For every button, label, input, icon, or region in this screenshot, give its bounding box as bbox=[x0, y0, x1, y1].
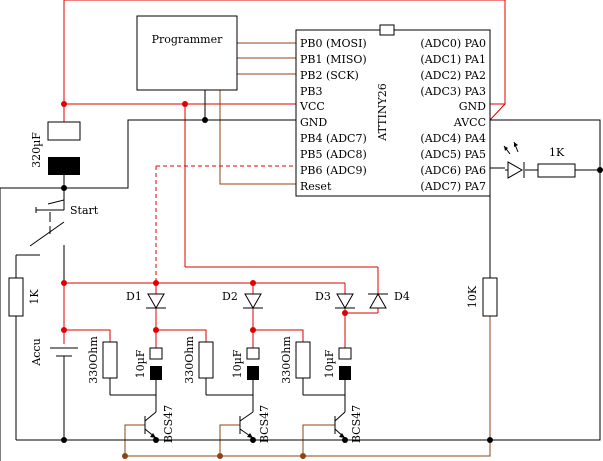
pin-right: (ADC0) PA0 bbox=[420, 37, 486, 50]
diode-d3: D3 bbox=[315, 290, 355, 310]
resistor-1k-led: 1K bbox=[537, 146, 576, 178]
pin-left: PB3 bbox=[300, 85, 322, 98]
pin-right: (ADC1) PA1 bbox=[420, 53, 486, 66]
chip-name: ATTINY26 bbox=[376, 83, 389, 141]
transistor-1: BCS47 bbox=[144, 405, 175, 443]
diode-d3-label: D3 bbox=[315, 290, 331, 303]
resistor-10k: 10K bbox=[466, 277, 498, 317]
capacitor-10u-3-label: 10µF bbox=[323, 349, 336, 378]
diode-d2-label: D2 bbox=[222, 290, 238, 303]
resistor-1k-led-label: 1K bbox=[549, 146, 565, 159]
resistor-10k-label: 10K bbox=[466, 285, 479, 308]
diode-d2: D2 bbox=[222, 290, 263, 310]
capacitor-10u-2-label: 10µF bbox=[231, 349, 244, 378]
pin-left: PB1 (MISO) bbox=[300, 53, 367, 66]
resistor-1k-left: 1K bbox=[8, 277, 41, 317]
resistor-1k-left-label: 1K bbox=[28, 289, 41, 305]
resistor-330-3-label: 330Ohm bbox=[280, 336, 293, 384]
resistor-330-1: 330Ohm bbox=[87, 336, 118, 384]
capacitor-10u-3: 10µF bbox=[323, 347, 352, 380]
capacitor-main: 320µF bbox=[30, 121, 81, 175]
diode-d1: D1 bbox=[126, 290, 166, 310]
resistor-330-2: 330Ohm bbox=[183, 336, 214, 384]
programmer-box: Programmer bbox=[136, 15, 238, 91]
pin-left: VCC bbox=[299, 100, 325, 113]
pin-right: (ADC3) PA3 bbox=[420, 85, 486, 98]
diode-d4: D4 bbox=[368, 290, 410, 309]
start-label: Start bbox=[70, 204, 99, 217]
capacitor-main-label: 320µF bbox=[30, 132, 43, 168]
pin-right: (ADC2) PA2 bbox=[420, 69, 486, 82]
pin-left: PB6 (ADC9) bbox=[300, 164, 367, 177]
programmer-label: Programmer bbox=[152, 33, 224, 46]
capacitor-10u-1-label: 10µF bbox=[134, 349, 147, 378]
ground-wires bbox=[0, 90, 601, 461]
led bbox=[503, 141, 525, 179]
capacitor-10u-2: 10µF bbox=[231, 347, 260, 380]
pin-right: (ADC7) PA7 bbox=[420, 180, 486, 193]
capacitor-10u-1: 10µF bbox=[134, 347, 163, 380]
transistor-3: BCS47 bbox=[334, 405, 363, 443]
start-switch: Start bbox=[29, 200, 99, 252]
resistor-330-1-label: 330Ohm bbox=[87, 336, 100, 384]
pin-right: (ADC6) PA6 bbox=[420, 164, 486, 177]
pin-left: PB4 (ADC7) bbox=[300, 132, 367, 145]
pin-right: GND bbox=[459, 100, 486, 113]
transistor-3-label: BCS47 bbox=[350, 405, 363, 443]
accu-label: Accu bbox=[30, 338, 43, 366]
pin-right: AVCC bbox=[453, 116, 486, 129]
pin-left: PB0 (MOSI) bbox=[300, 37, 367, 50]
pin-right: (ADC4) PA4 bbox=[420, 132, 486, 145]
pin-left: PB5 (ADC8) bbox=[300, 148, 367, 161]
pin-left: GND bbox=[300, 116, 327, 129]
resistor-330-2-label: 330Ohm bbox=[183, 336, 196, 384]
pin-left: Reset bbox=[300, 180, 332, 193]
transistor-1-label: BCS47 bbox=[162, 405, 175, 443]
transistor-2: BCS47 bbox=[239, 405, 271, 443]
transistor-2-label: BCS47 bbox=[258, 405, 271, 443]
junction-dots bbox=[61, 101, 603, 459]
pin-left: PB2 (SCK) bbox=[300, 69, 359, 82]
diode-d4-label: D4 bbox=[394, 290, 410, 303]
vcc-wires bbox=[63, 0, 506, 348]
battery-accu: Accu bbox=[30, 338, 78, 367]
pin-right: (ADC5) PA5 bbox=[420, 148, 486, 161]
resistor-330-3: 330Ohm bbox=[280, 336, 311, 384]
attiny26-chip: ATTINY26 PB0 (MOSI) PB1 (MISO) PB2 (SCK)… bbox=[295, 24, 491, 197]
diode-d1-label: D1 bbox=[126, 290, 142, 303]
